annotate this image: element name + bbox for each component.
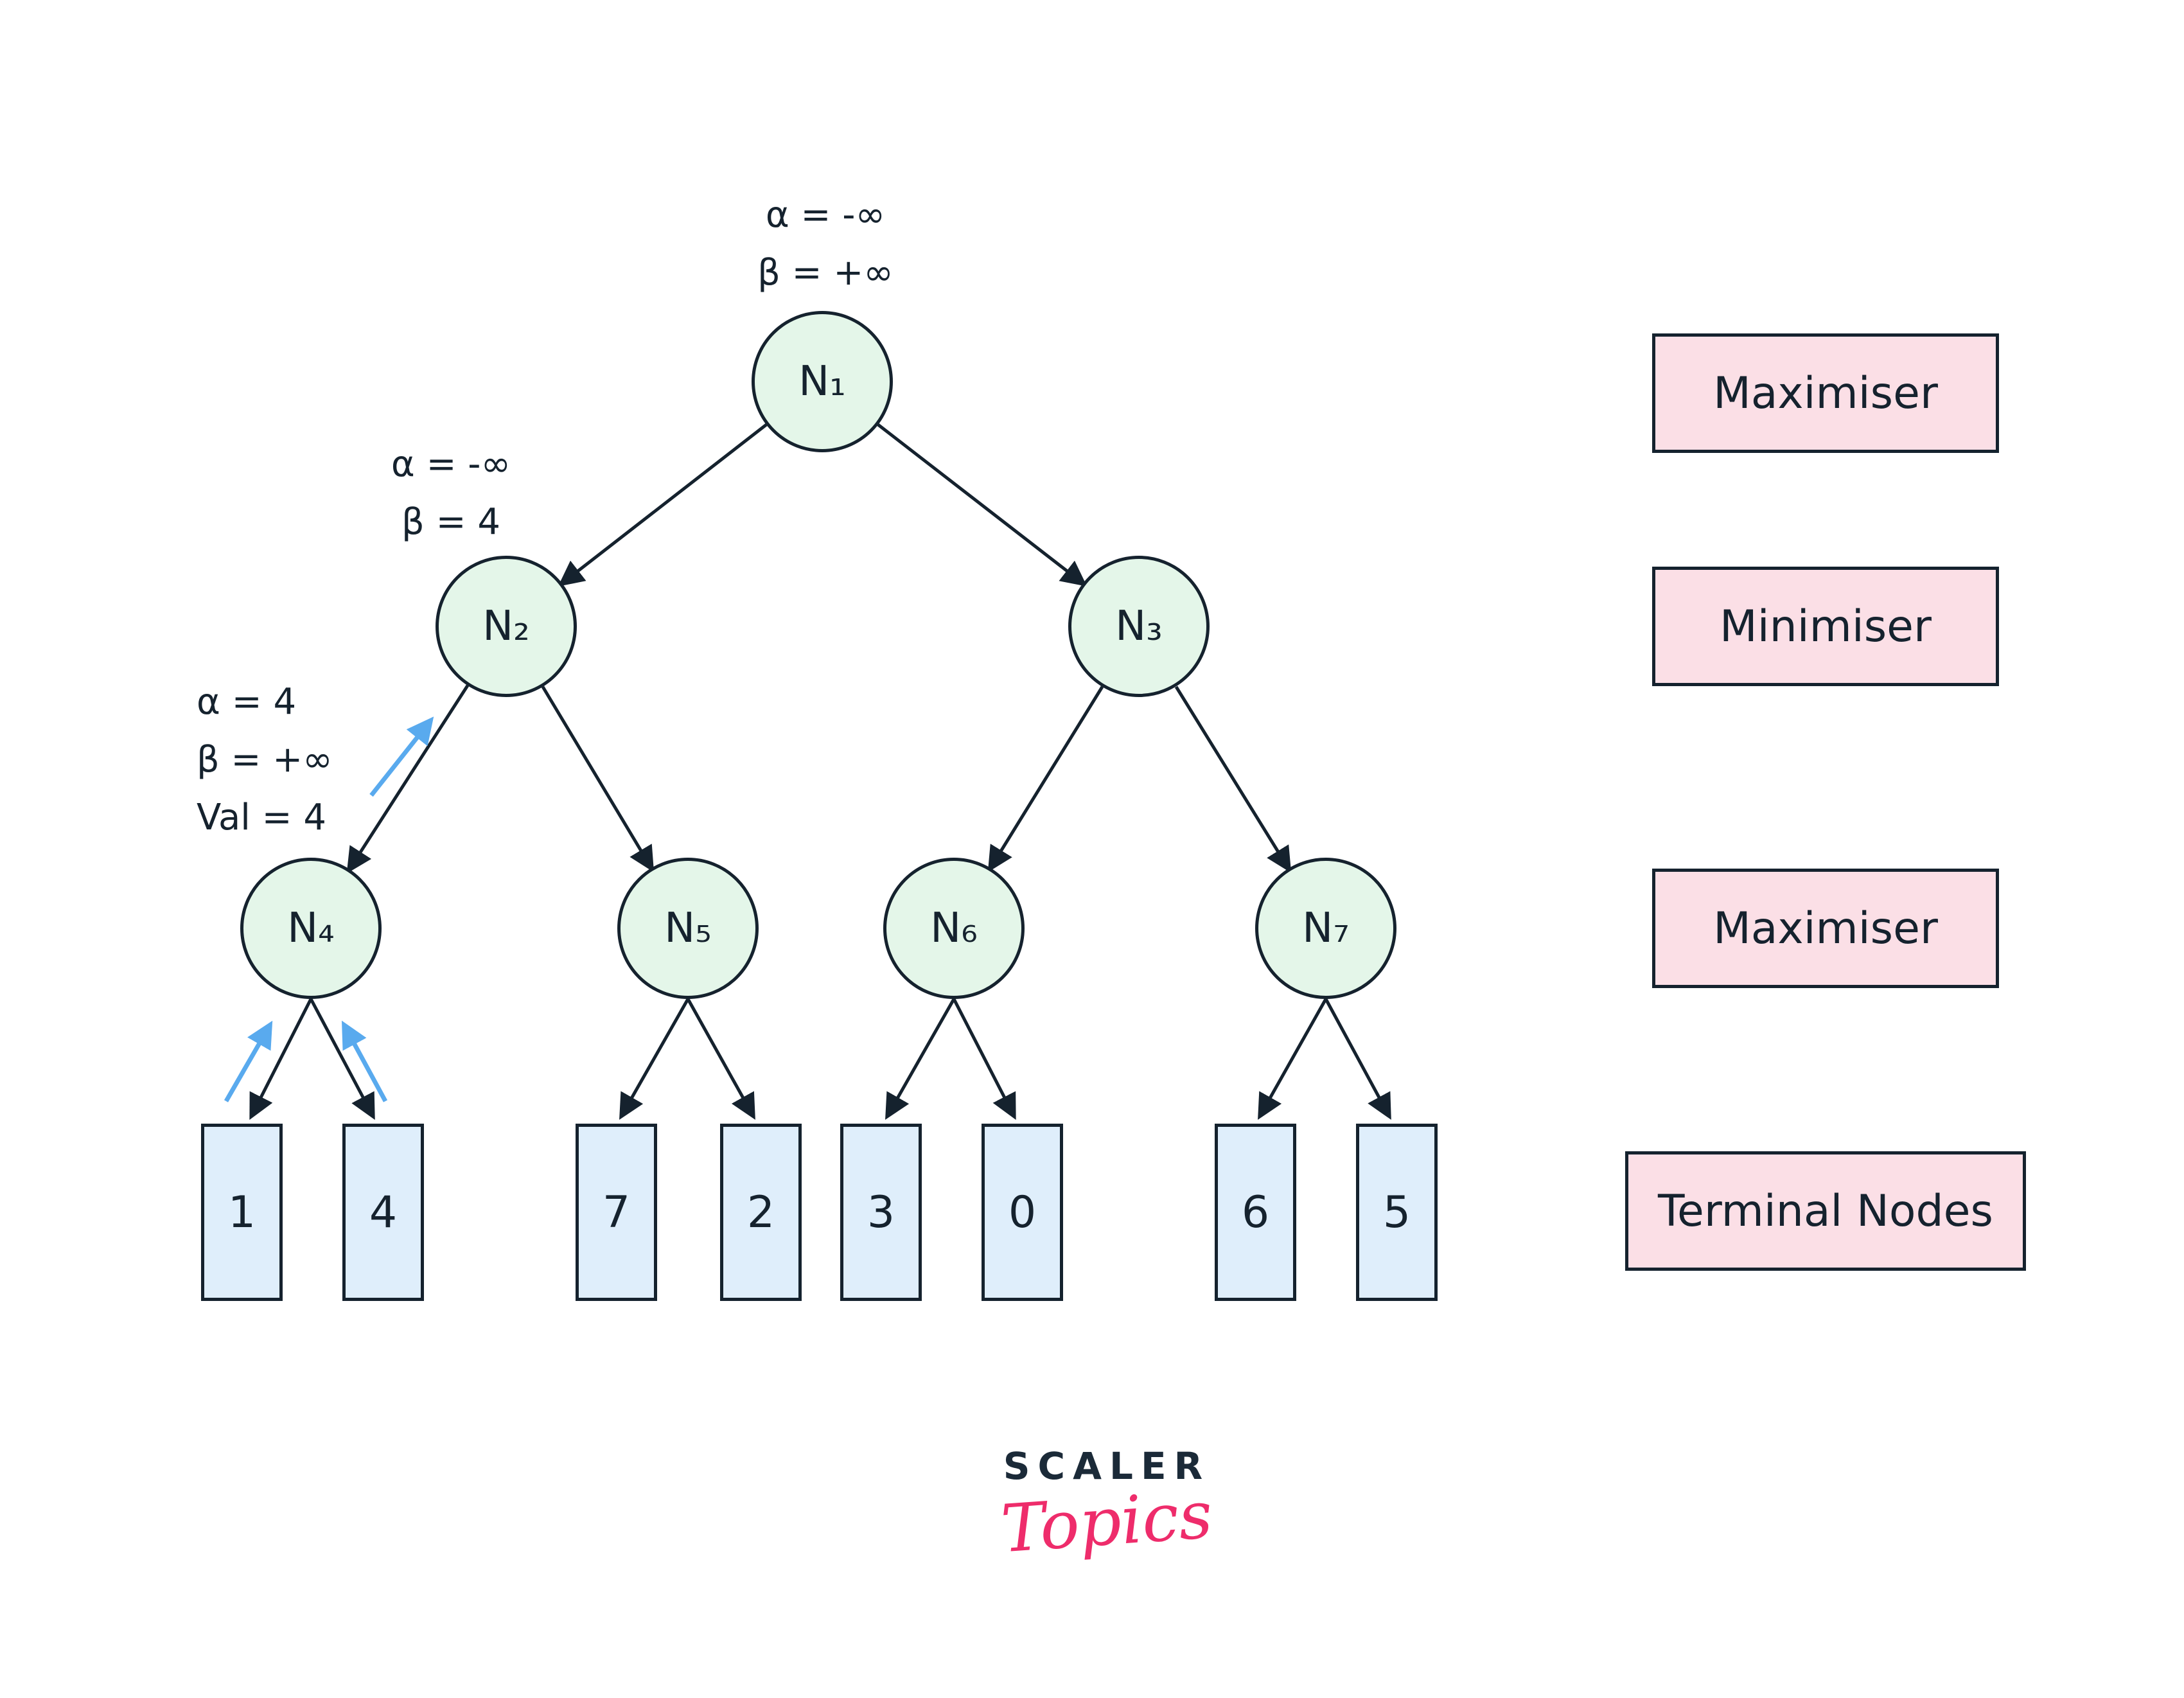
terminal-node: 6: [1215, 1124, 1296, 1301]
annotation-n1: α = -∞ β = +∞: [757, 186, 894, 302]
edge-n4-t1: [249, 998, 313, 1120]
node-n1-label: N₁: [798, 358, 846, 405]
legend-terminal-nodes: Terminal Nodes: [1625, 1151, 2026, 1271]
value-propagation-arrow-n4-n2: [369, 716, 434, 797]
annotation-n2: α = -∞ β = 4: [391, 436, 511, 551]
terminal-node: 7: [576, 1124, 657, 1301]
node-n3: N₃: [1068, 556, 1210, 697]
node-n5: N₅: [617, 858, 759, 999]
node-n7: N₇: [1255, 858, 1396, 999]
logo-sub-text: Topics: [998, 1476, 1215, 1568]
annotation-n4-alpha: α = 4: [197, 681, 297, 723]
node-n6-label: N₆: [930, 905, 978, 952]
logo-brand-text: SCALER: [1003, 1444, 1211, 1488]
node-n2: N₂: [436, 556, 577, 697]
edge-n6-t0: [952, 998, 1016, 1120]
annotation-n4-beta: β = +∞: [197, 739, 333, 781]
edge-n5-t2: [686, 998, 755, 1120]
edge-n1-n2: [558, 423, 768, 587]
edge-n7-t5: [1324, 998, 1391, 1120]
node-n1: N₁: [752, 311, 893, 452]
value-propagation-arrow-t4-n4: [341, 1020, 388, 1102]
node-n2-label: N₂: [482, 603, 530, 650]
scaler-topics-logo: SCALER Topics: [999, 1444, 1215, 1568]
node-n6: N₆: [883, 858, 1025, 999]
edge-n6-t3: [885, 998, 956, 1120]
node-n7-label: N₇: [1302, 905, 1350, 952]
edge-n5-t7: [619, 998, 690, 1120]
terminal-node: 2: [720, 1124, 802, 1301]
annotation-n2-beta: β = 4: [401, 501, 500, 543]
value-propagation-arrow-t1-n4: [224, 1020, 273, 1102]
terminal-node: 3: [840, 1124, 922, 1301]
edge-n1-n3: [877, 423, 1088, 587]
node-n5-label: N₅: [664, 905, 712, 952]
terminal-node: 1: [201, 1124, 283, 1301]
node-n3-label: N₃: [1115, 603, 1163, 650]
terminal-node: 4: [342, 1124, 424, 1301]
legend-maximiser-top: Maximiser: [1652, 333, 1999, 453]
annotation-n4-value: Val = 4: [197, 797, 326, 838]
edge-n7-t6: [1258, 998, 1328, 1120]
terminal-node: 0: [982, 1124, 1063, 1301]
node-n4-label: N₄: [287, 905, 335, 952]
annotation-n1-alpha: α = -∞: [765, 194, 886, 236]
annotation-n1-beta: β = +∞: [757, 252, 894, 294]
edge-n2-n5: [541, 685, 655, 872]
node-n4: N₄: [240, 858, 382, 999]
edge-n4-t4: [309, 998, 375, 1120]
annotation-n2-alpha: α = -∞: [391, 443, 511, 485]
edge-n2-n4: [346, 684, 470, 874]
legend-minimiser: Minimiser: [1652, 567, 1999, 686]
edge-n3-n6: [987, 685, 1104, 872]
terminal-node: 5: [1356, 1124, 1438, 1301]
edge-n3-n7: [1174, 685, 1292, 873]
annotation-n4: α = 4 β = +∞ Val = 4: [197, 673, 333, 847]
legend-maximiser-lower: Maximiser: [1652, 869, 1999, 988]
